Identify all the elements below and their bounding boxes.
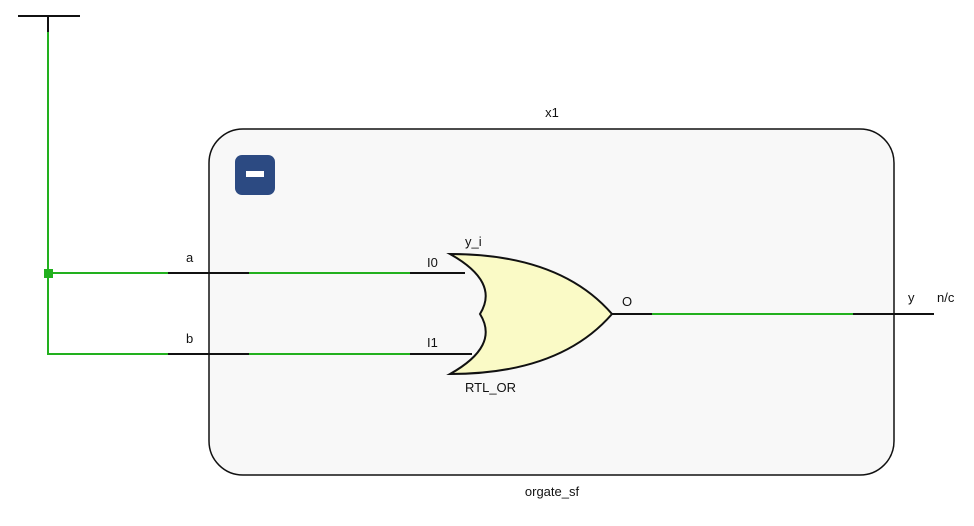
port-a-label: a: [186, 250, 194, 265]
port-b-label: b: [186, 331, 193, 346]
source-terminal-symbol: [18, 15, 80, 32]
input-net[interactable]: [44, 32, 168, 355]
or-gate-symbol[interactable]: [446, 252, 614, 376]
block-instance-name: x1: [545, 105, 559, 120]
minus-icon: [246, 171, 264, 177]
gate-instance-name: y_i: [465, 234, 482, 249]
gate-type-label: RTL_OR: [465, 380, 516, 395]
pin-o-label: O: [622, 294, 632, 309]
block-module-name: orgate_sf: [525, 484, 580, 499]
port-y-label: y: [908, 290, 915, 305]
port-y-connection-label: n/c: [937, 290, 955, 305]
pin-i0-label: I0: [427, 255, 438, 270]
net-junction-dot: [44, 269, 53, 278]
collapse-button[interactable]: [235, 155, 275, 195]
pin-i1-label: I1: [427, 335, 438, 350]
